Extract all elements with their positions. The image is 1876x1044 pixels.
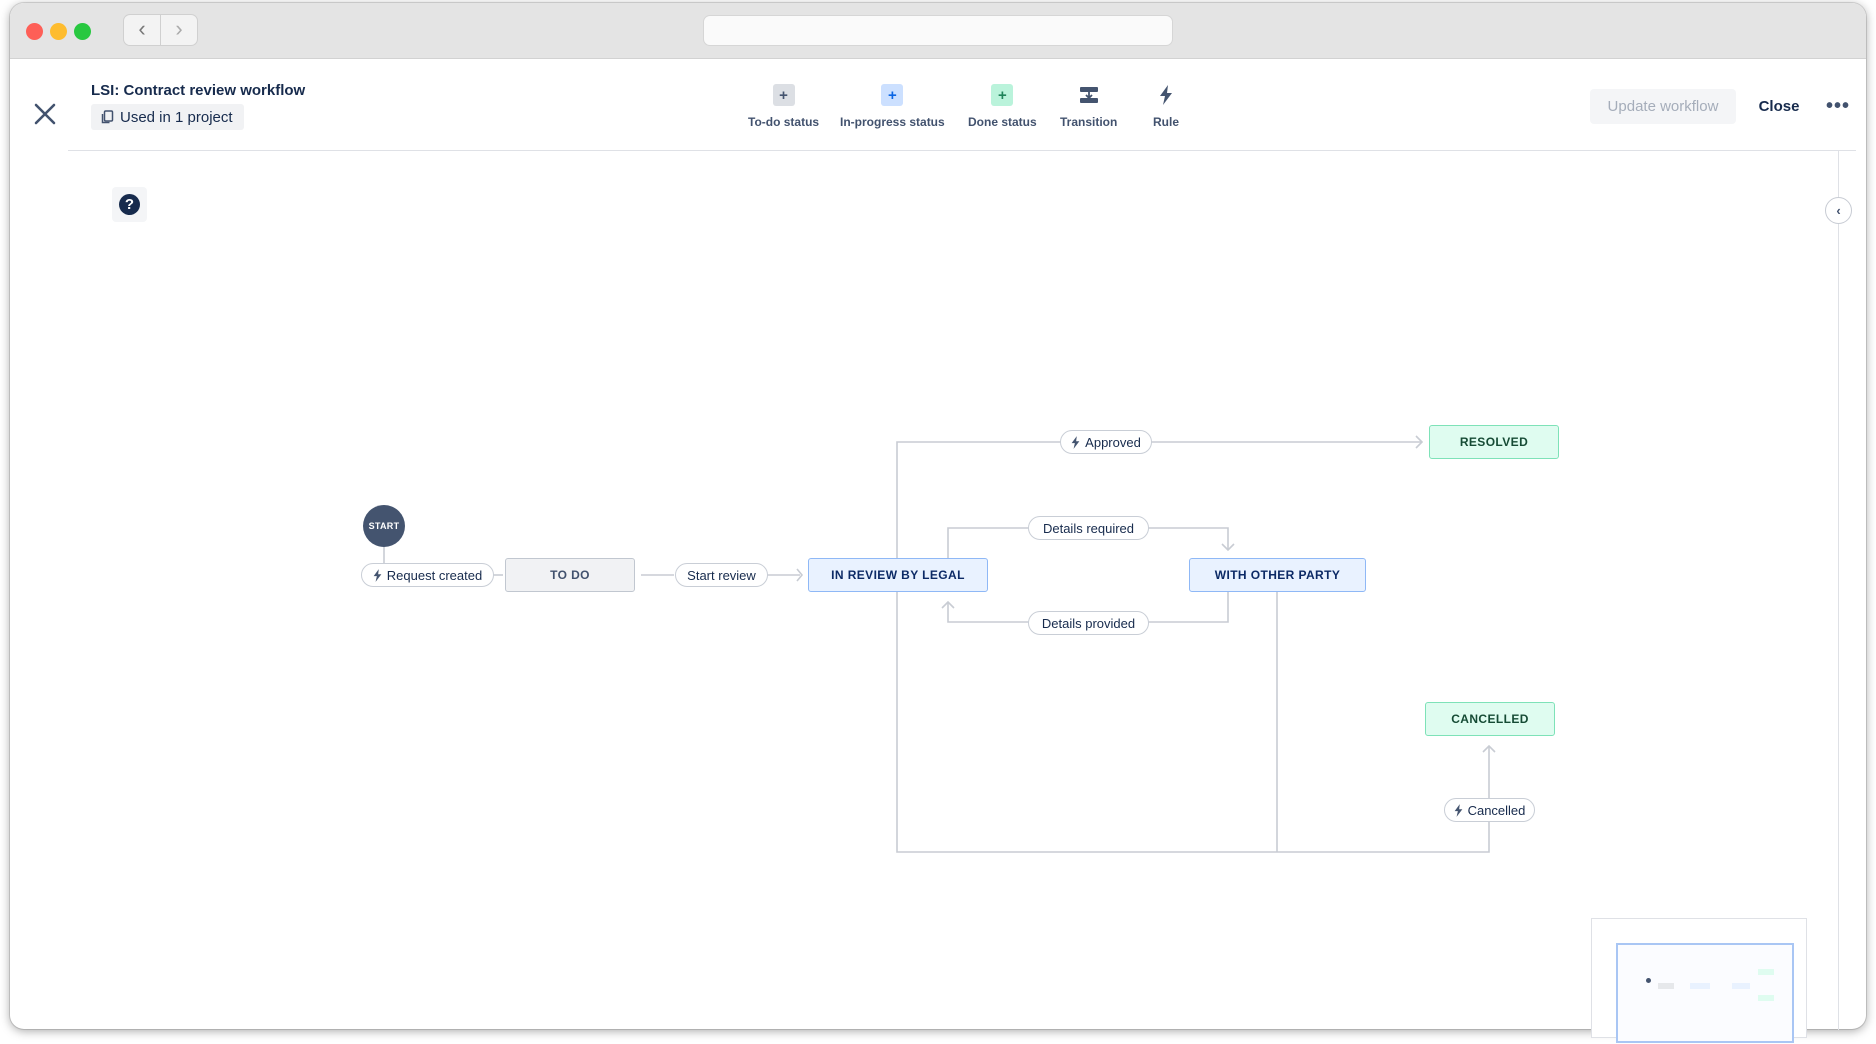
lightning-icon (373, 568, 382, 582)
side-panel-divider (1838, 150, 1839, 1030)
add-rule-button[interactable]: Rule (1153, 84, 1179, 129)
lightning-icon (1454, 803, 1462, 817)
more-options-button[interactable]: ••• (1825, 95, 1850, 117)
add-transition-button[interactable]: Transition (1060, 84, 1117, 129)
collapse-panel-button[interactable]: ‹ (1825, 197, 1852, 224)
minimap-start (1646, 978, 1651, 983)
transition-label: Details required (1042, 520, 1135, 536)
close-button[interactable]: Close (1758, 98, 1800, 115)
transition-label: Start review (687, 567, 756, 583)
transition-details-required[interactable]: Details required (1028, 516, 1149, 540)
plus-icon: + (881, 84, 904, 106)
minimap-todo (1658, 983, 1674, 989)
minimap-viewport[interactable] (1616, 943, 1794, 1043)
help-icon: ? (119, 194, 140, 215)
window-close-dot[interactable] (26, 23, 43, 40)
plus-icon: + (772, 84, 795, 106)
minimap-cancelled (1758, 995, 1774, 1001)
workflow-title: LSI: Contract review workflow (91, 82, 306, 99)
back-button[interactable]: ‹ (123, 14, 161, 46)
usage-badge[interactable]: Used in 1 project (91, 104, 244, 130)
lightning-icon (1155, 84, 1177, 106)
add-done-status-button[interactable]: + Done status (968, 84, 1037, 129)
minimap-in-review (1690, 983, 1710, 989)
transition-label: Transition (1060, 115, 1118, 129)
status-cancelled[interactable]: CANCELLED (1425, 702, 1555, 736)
workflow-editor-header: LSI: Contract review workflow Used in 1 … (10, 59, 1866, 154)
rule-label: Rule (1153, 115, 1180, 129)
minimap-resolved (1758, 969, 1774, 975)
forward-button[interactable]: › (160, 14, 198, 46)
transition-label: Request created (386, 567, 483, 583)
transition-approved[interactable]: Approved (1060, 430, 1152, 454)
plus-icon: + (991, 84, 1014, 106)
done-status-label: Done status (968, 115, 1037, 129)
inprogress-status-label: In-progress status (840, 115, 945, 129)
browser-window: ‹ › LSI: Contract review workflow Used i… (10, 3, 1866, 1029)
close-editor-icon[interactable] (30, 99, 60, 129)
transition-icon (1078, 84, 1100, 106)
add-todo-status-button[interactable]: + To-do status (748, 84, 819, 129)
todo-status-label: To-do status (748, 115, 820, 129)
transition-label: Approved (1085, 434, 1141, 450)
usage-badge-label: Used in 1 project (120, 108, 233, 126)
window-zoom-dot[interactable] (74, 23, 91, 40)
transition-label: Details provided (1041, 615, 1136, 631)
window-minimize-dot[interactable] (50, 23, 67, 40)
add-inprogress-status-button[interactable]: + In-progress status (840, 84, 945, 129)
transition-start-review[interactable]: Start review (675, 563, 768, 587)
address-bar[interactable] (703, 15, 1173, 46)
transition-details-provided[interactable]: Details provided (1028, 611, 1149, 635)
start-node: START (363, 505, 405, 547)
status-in-review-by-legal[interactable]: IN REVIEW BY LEGAL (808, 558, 988, 592)
transition-cancelled[interactable]: Cancelled (1444, 798, 1535, 822)
status-with-other-party[interactable]: WITH OTHER PARTY (1189, 558, 1366, 592)
chevron-left-icon: ‹ (1836, 203, 1841, 218)
window-titlebar: ‹ › (10, 3, 1866, 59)
status-resolved[interactable]: RESOLVED (1429, 425, 1559, 459)
minimap[interactable] (1591, 918, 1807, 1043)
lightning-icon (1071, 435, 1080, 449)
header-divider (68, 150, 1856, 151)
transition-label: Cancelled (1467, 802, 1526, 818)
transition-request-created[interactable]: Request created (361, 563, 494, 587)
status-todo[interactable]: TO DO (505, 558, 635, 592)
copy-icon (101, 110, 114, 124)
minimap-with-other-party (1732, 983, 1750, 989)
help-button[interactable]: ? (112, 187, 147, 222)
update-workflow-button[interactable]: Update workflow (1590, 89, 1736, 124)
